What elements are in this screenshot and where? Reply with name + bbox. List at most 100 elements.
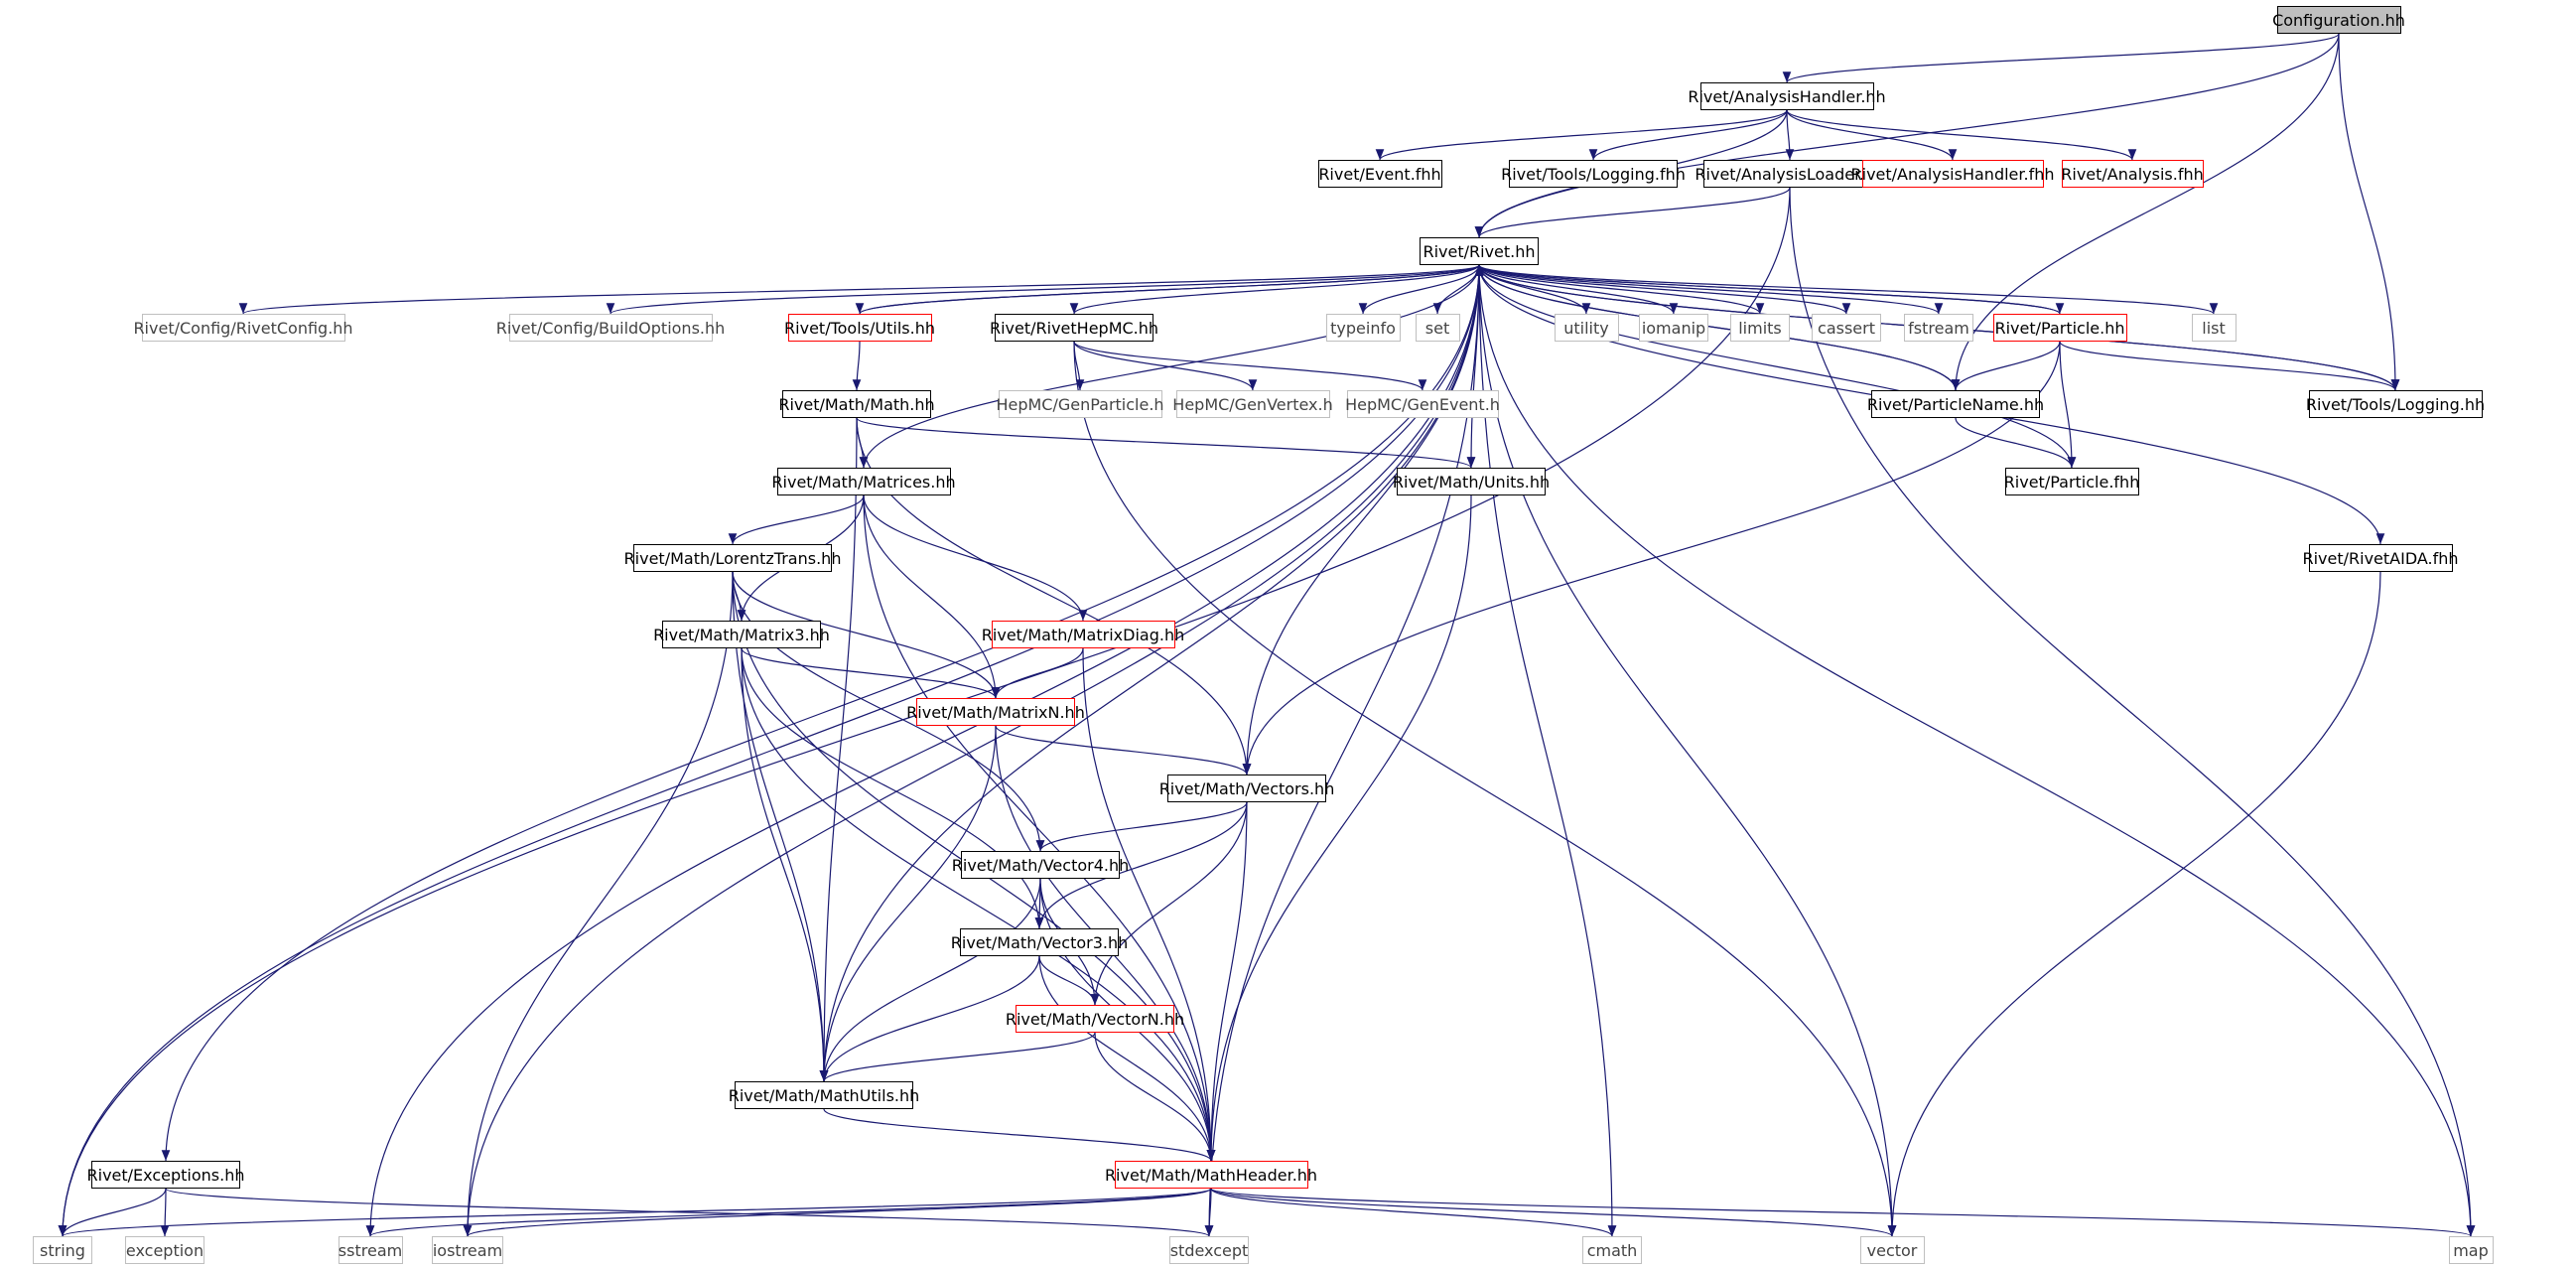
edge-matrices_hh-to-matrix_n	[863, 494, 1001, 699]
node-matrix3-hh[interactable]: Rivet/Math/Matrix3.hh	[653, 621, 830, 648]
edge-math_header-to-map	[1210, 1188, 2475, 1237]
node-sstream[interactable]: sstream	[338, 1236, 403, 1264]
node-list[interactable]: list	[2191, 314, 2237, 342]
node-particle-name-hh[interactable]: Rivet/ParticleName.hh	[1867, 390, 2044, 418]
edge-math_header-to-stdexcept	[1204, 1188, 1214, 1237]
edge-vector3-to-vector_n	[1038, 955, 1100, 1006]
edge-rivet_hepmc-to-vector	[1073, 341, 1897, 1237]
node-vector[interactable]: vector	[1859, 1236, 1925, 1264]
node-fstream[interactable]: fstream	[1904, 314, 1973, 342]
edge-utils_hh-to-math_hh	[852, 341, 862, 391]
node-rivet-hh[interactable]: Rivet/Rivet.hh	[1420, 237, 1539, 265]
edge-matrix_diag-to-math_header	[1082, 647, 1216, 1162]
edge-rivet_hh-to-rivet_hepmc	[1069, 264, 1480, 315]
edge-exceptions-to-exception	[160, 1188, 170, 1237]
edge-math_header-to-string	[59, 1188, 1212, 1237]
edge-particle_hh-to-vectors_hh	[1242, 341, 2061, 775]
edge-rivet_hh-to-typeinfo	[1358, 264, 1480, 315]
edge-lorentz_trans-to-math_utils	[732, 571, 829, 1082]
edge-analysis_handler-to-logging_fhh	[1588, 109, 1788, 161]
edge-math_header-to-cmath	[1210, 1188, 1617, 1237]
node-string[interactable]: string	[33, 1236, 92, 1264]
node-analysis-handler-fhh[interactable]: Rivet/AnalysisHandler.fhh	[1851, 160, 2055, 188]
node-iostream[interactable]: iostream	[432, 1236, 503, 1264]
edge-vector3-to-math_utils	[819, 955, 1040, 1082]
node-math-utils-hh[interactable]: Rivet/Math/MathUtils.hh	[729, 1081, 919, 1109]
node-hepmc-genvertex-h[interactable]: HepMC/GenVertex.h	[1172, 390, 1333, 418]
node-exceptions-hh[interactable]: Rivet/Exceptions.hh	[87, 1161, 245, 1189]
edge-rivet_hh-to-list	[1478, 264, 2218, 315]
node-limits[interactable]: limits	[1730, 314, 1790, 342]
edge-rivet_hh-to-vectors_hh	[1242, 264, 1480, 775]
edge-vectors_hh-to-vector4	[1035, 801, 1248, 852]
node-rivet-config-hh[interactable]: Rivet/Config/RivetConfig.hh	[133, 314, 353, 342]
node-utility[interactable]: utility	[1554, 314, 1619, 342]
node-tools-logging-hh[interactable]: Rivet/Tools/Logging.hh	[2306, 390, 2485, 418]
node-cmath[interactable]: cmath	[1582, 1236, 1642, 1264]
edge-matrix_n-to-vectors_hh	[995, 725, 1252, 775]
node-vector4-hh[interactable]: Rivet/Math/Vector4.hh	[952, 851, 1129, 879]
node-rivet-aida-fhh[interactable]: Rivet/RivetAIDA.fhh	[2302, 544, 2459, 572]
node-map[interactable]: map	[2448, 1236, 2494, 1264]
node-build-options-hh[interactable]: Rivet/Config/BuildOptions.hh	[496, 314, 725, 342]
node-particle-hh[interactable]: Rivet/Particle.hh	[1992, 314, 2127, 342]
node-typeinfo[interactable]: typeinfo	[1325, 314, 1401, 342]
node-analysis-handler-hh[interactable]: Rivet/AnalysisHandler.hh	[1688, 82, 1886, 110]
node-lorentz-trans-hh[interactable]: Rivet/Math/LorentzTrans.hh	[624, 544, 841, 572]
edge-matrix3-to-vector3	[741, 647, 1044, 929]
edge-matrix_n-to-math_utils	[819, 725, 997, 1082]
edge-particle_hh-to-rivet_hh	[1474, 264, 2061, 315]
node-tools-utils-hh[interactable]: Rivet/Tools/Utils.hh	[784, 314, 935, 342]
edge-rivet_hepmc-to-hepmc_genevent	[1073, 341, 1427, 391]
edge-particle_hh-to-particle_fhh	[2059, 341, 2077, 469]
node-matrices-hh[interactable]: Rivet/Math/Matrices.hh	[771, 468, 956, 495]
edge-matrix_diag-to-matrix_n	[991, 647, 1084, 699]
node-particle-fhh[interactable]: Rivet/Particle.fhh	[2004, 468, 2139, 495]
edge-rivet_hh-to-rivet_config	[239, 264, 1480, 315]
node-exception[interactable]: exception	[125, 1236, 204, 1264]
edge-exceptions-to-stdexcept	[165, 1188, 1213, 1237]
node-tools-logging-fhh[interactable]: Rivet/Tools/Logging.fhh	[1501, 160, 1686, 188]
edge-rivet_hh-to-build_options	[607, 264, 1480, 315]
edge-math_header-to-vector	[1210, 1188, 1896, 1237]
node-stdexcept[interactable]: stdexcept	[1169, 1236, 1249, 1264]
node-math-hh[interactable]: Rivet/Math/Math.hh	[778, 390, 935, 418]
edge-analysis_handler-to-event_fhh	[1375, 109, 1788, 161]
node-vector-n-hh[interactable]: Rivet/Math/VectorN.hh	[1006, 1005, 1184, 1033]
edge-rivet_hh-to-limits	[1478, 264, 1765, 315]
edge-vector_n-to-math_header	[1094, 1032, 1216, 1162]
node-vectors-hh[interactable]: Rivet/Math/Vectors.hh	[1159, 775, 1334, 802]
node-set[interactable]: set	[1415, 314, 1460, 342]
edge-configuration-to-rivet_hh	[1474, 33, 2340, 238]
node-rivet-hepmc-hh[interactable]: Rivet/RivetHepMC.hh	[990, 314, 1158, 342]
edge-analysis_handler-to-analysis_fhh	[1786, 109, 2137, 161]
node-iomanip[interactable]: iomanip	[1639, 314, 1708, 342]
edge-matrix3-to-math_header	[741, 647, 1216, 1162]
edge-rivet_hh-to-map	[1478, 264, 2476, 1237]
node-units-hh[interactable]: Rivet/Math/Units.hh	[1393, 468, 1550, 495]
node-hepmc-genevent-h[interactable]: HepMC/GenEvent.h	[1345, 390, 1500, 418]
node-cassert[interactable]: cassert	[1812, 314, 1881, 342]
edge-vectors_hh-to-vector3	[1034, 801, 1248, 929]
edge-rivet_hh-to-fstream	[1478, 264, 1944, 315]
node-matrix-n-hh[interactable]: Rivet/Math/MatrixN.hh	[906, 698, 1085, 726]
node-matrix-diag-hh[interactable]: Rivet/Math/MatrixDiag.hh	[982, 621, 1184, 648]
edge-rivet_hh-to-iostream	[463, 264, 1480, 1237]
node-event-fhh[interactable]: Rivet/Event.fhh	[1317, 160, 1442, 188]
edge-particle_fhh-to-rivet_hh	[1474, 264, 2073, 469]
edge-lorentz_trans-to-iostream	[463, 571, 734, 1237]
edge-particle_name-to-rivet_hh	[1474, 264, 1957, 391]
node-vector3-hh[interactable]: Rivet/Math/Vector3.hh	[951, 928, 1128, 956]
edge-math_hh-to-math_utils	[819, 417, 858, 1082]
edge-matrices_hh-to-matrix_diag	[863, 494, 1088, 622]
node-analysis-fhh[interactable]: Rivet/Analysis.fhh	[2061, 160, 2204, 188]
node-hepmc-genparticle-h[interactable]: HepMC/GenParticle.h	[996, 390, 1164, 418]
edge-rivet_hh-to-exceptions	[161, 264, 1480, 1162]
node-analysis-loader-hh[interactable]: Rivet/AnalysisLoader.hh	[1695, 160, 1885, 188]
edge-math_header-to-iostream	[464, 1188, 1212, 1237]
edge-rivet_hh-to-matrices_hh	[859, 264, 1480, 469]
node-configuration-hh[interactable]: Configuration.hh	[2272, 6, 2405, 34]
edge-matrix3-to-math_utils	[741, 647, 829, 1082]
node-math-header-hh[interactable]: Rivet/Math/MathHeader.hh	[1105, 1161, 1317, 1189]
edge-matrices_hh-to-math_header	[863, 494, 1216, 1162]
